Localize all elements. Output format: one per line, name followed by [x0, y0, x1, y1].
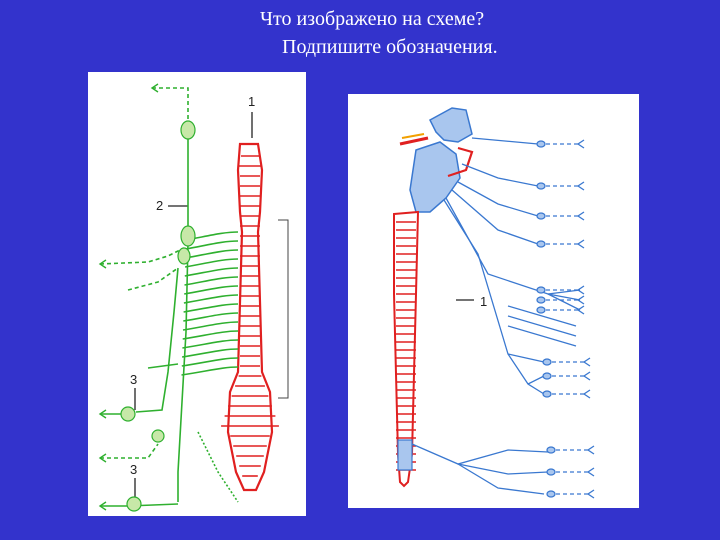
branch-fiber [183, 312, 239, 322]
spinal-segments [221, 155, 279, 477]
arrow-head [586, 445, 595, 455]
branch-fiber [182, 321, 239, 331]
arrow-head [576, 295, 585, 305]
branch-fiber [182, 330, 239, 340]
arrow-head [582, 371, 591, 381]
right-dashed-fibers [536, 139, 595, 499]
arrow-head [576, 285, 585, 295]
label-3-lower: 3 [130, 462, 137, 477]
branch-fiber [185, 249, 239, 259]
branch-fiber [183, 303, 239, 313]
branch-fiber [183, 294, 239, 304]
right-diagram-panel: 1 [348, 94, 639, 508]
ganglion [536, 212, 546, 220]
branch-fiber [184, 285, 239, 295]
ganglion [542, 358, 552, 366]
arrow-head [586, 467, 595, 477]
branch-fiber [181, 357, 239, 367]
ganglion [536, 182, 546, 190]
label-3-upper: 3 [130, 372, 137, 387]
arrow-heads [98, 83, 159, 511]
arrow-head [582, 357, 591, 367]
branch-fiber [181, 366, 239, 376]
parasympathetic-diagram: 1 [393, 107, 595, 499]
label-1: 1 [248, 94, 255, 109]
parasympathetic-nerves [411, 137, 581, 495]
vagus-fiber [507, 325, 577, 347]
arrow-head [582, 389, 591, 399]
arrow-head [576, 305, 585, 315]
instruction-line: Подпишите обозначения. [282, 36, 498, 58]
ganglion [542, 390, 552, 398]
left-diagram-panel: 1 2 3 3 [88, 72, 306, 516]
arrow-head [576, 239, 585, 249]
arrow-head [576, 181, 585, 191]
branch-fiber [184, 267, 239, 277]
ganglion [536, 286, 546, 294]
label-2: 2 [156, 198, 163, 213]
ganglion [536, 240, 546, 248]
ganglia [120, 120, 196, 512]
branch-fiber [182, 339, 239, 349]
ganglion [536, 140, 546, 148]
spinal-cord [221, 142, 279, 492]
arrow-head [576, 211, 585, 221]
branch-fiber [184, 258, 239, 268]
segment-bracket [278, 219, 289, 399]
question-line: Что изображено на схеме? [260, 8, 485, 30]
ganglion [546, 468, 556, 476]
ganglion [546, 490, 556, 498]
arrow-head [576, 139, 585, 149]
branch-fiber [185, 240, 239, 250]
label-1-right: 1 [480, 294, 487, 309]
sacral-region [397, 439, 413, 471]
brainstem [399, 107, 474, 213]
ganglion [536, 296, 546, 304]
sympathetic-nerves [99, 87, 239, 507]
branch-fiber [184, 276, 239, 286]
arrow-head [586, 489, 595, 499]
vagus-fiber [507, 315, 577, 337]
vagus-fiber [507, 305, 577, 327]
ganglion [536, 306, 546, 314]
branch-fiber [181, 348, 239, 358]
ganglion [542, 372, 552, 380]
ganglion [546, 446, 556, 454]
chain-branches [181, 231, 239, 376]
vagus-branches [507, 305, 577, 347]
sympathetic-chain-diagram: 1 2 3 3 [98, 83, 289, 512]
